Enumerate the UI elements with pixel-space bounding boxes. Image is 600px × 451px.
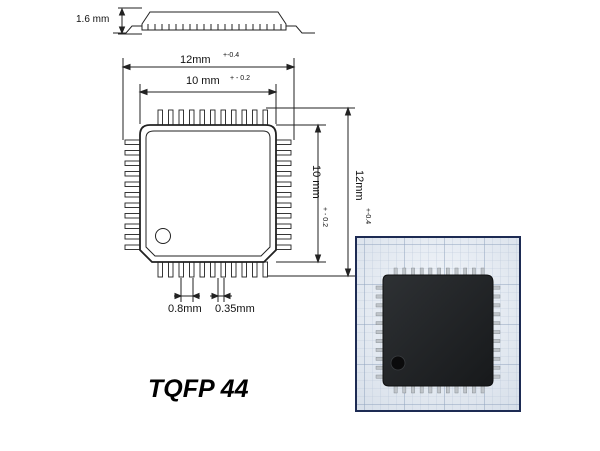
lead-right — [275, 139, 292, 145]
side-view — [113, 11, 315, 34]
lead-bottom — [262, 261, 268, 278]
lead-right — [275, 234, 292, 240]
lead-width-dimension — [210, 278, 232, 302]
outer-height-dimension — [266, 106, 355, 278]
lead-right — [275, 202, 292, 208]
outer-width-label: 12mm — [180, 54, 211, 66]
outer-width-dimension — [121, 58, 296, 140]
outer-height-label: 12mm — [353, 170, 365, 201]
side-height-dimension — [118, 7, 142, 35]
lead-bottom — [157, 261, 163, 278]
lead-left — [124, 192, 141, 198]
lead-bottom — [189, 261, 195, 278]
lead-left — [124, 244, 141, 250]
lead-left — [124, 213, 141, 219]
lead-bottom — [210, 261, 216, 278]
package-title: TQFP 44 — [148, 375, 249, 403]
lead-right — [275, 192, 292, 198]
lead-left — [124, 171, 141, 177]
inner-width-tolerance: + - 0.2 — [230, 75, 250, 82]
lead-width-label: 0.35mm — [215, 303, 255, 315]
outer-height-tolerance: +-0.4 — [364, 208, 371, 224]
lead-left — [124, 160, 141, 166]
outer-width-tolerance: +-0.4 — [223, 52, 239, 59]
chip-photo-pin1-dot — [390, 355, 406, 371]
lead-top — [189, 109, 195, 126]
lead-left — [124, 181, 141, 187]
lead-bottom — [231, 261, 237, 278]
lead-bottom — [178, 261, 184, 278]
lead-right — [275, 244, 292, 250]
pin1-marker — [155, 228, 171, 244]
lead-bottom — [199, 261, 205, 278]
chip-photo — [355, 236, 521, 412]
lead-top — [168, 109, 174, 126]
lead-bottom — [220, 261, 226, 278]
lead-top — [262, 109, 268, 126]
lead-top — [220, 109, 226, 126]
top-view-body — [139, 124, 277, 263]
lead-top — [178, 109, 184, 126]
lead-bottom — [168, 261, 174, 278]
lead-left — [124, 223, 141, 229]
lead-right — [275, 150, 292, 156]
lead-left — [124, 234, 141, 240]
inner-width-label: 10 mm — [186, 75, 220, 87]
lead-right — [275, 223, 292, 229]
lead-bottom — [252, 261, 258, 278]
inner-height-label: 10 mm — [310, 165, 322, 199]
lead-left — [124, 202, 141, 208]
lead-top — [241, 109, 247, 126]
lead-top — [210, 109, 216, 126]
lead-bottom — [241, 261, 247, 278]
lead-right — [275, 171, 292, 177]
inner-height-dimension — [276, 123, 326, 264]
side-height-label: 1.6 mm — [76, 14, 109, 25]
lead-left — [124, 150, 141, 156]
inner-width-dimension — [138, 84, 278, 124]
lead-top — [231, 109, 237, 126]
lead-top — [199, 109, 205, 126]
pitch-dimension — [174, 278, 200, 302]
inner-height-tolerance: + - 0.2 — [321, 207, 328, 227]
lead-right — [275, 213, 292, 219]
lead-top — [252, 109, 258, 126]
pitch-label: 0.8mm — [168, 303, 202, 315]
chip-photo-body — [382, 274, 494, 387]
lead-right — [275, 181, 292, 187]
lead-top — [157, 109, 163, 126]
lead-left — [124, 139, 141, 145]
lead-right — [275, 160, 292, 166]
